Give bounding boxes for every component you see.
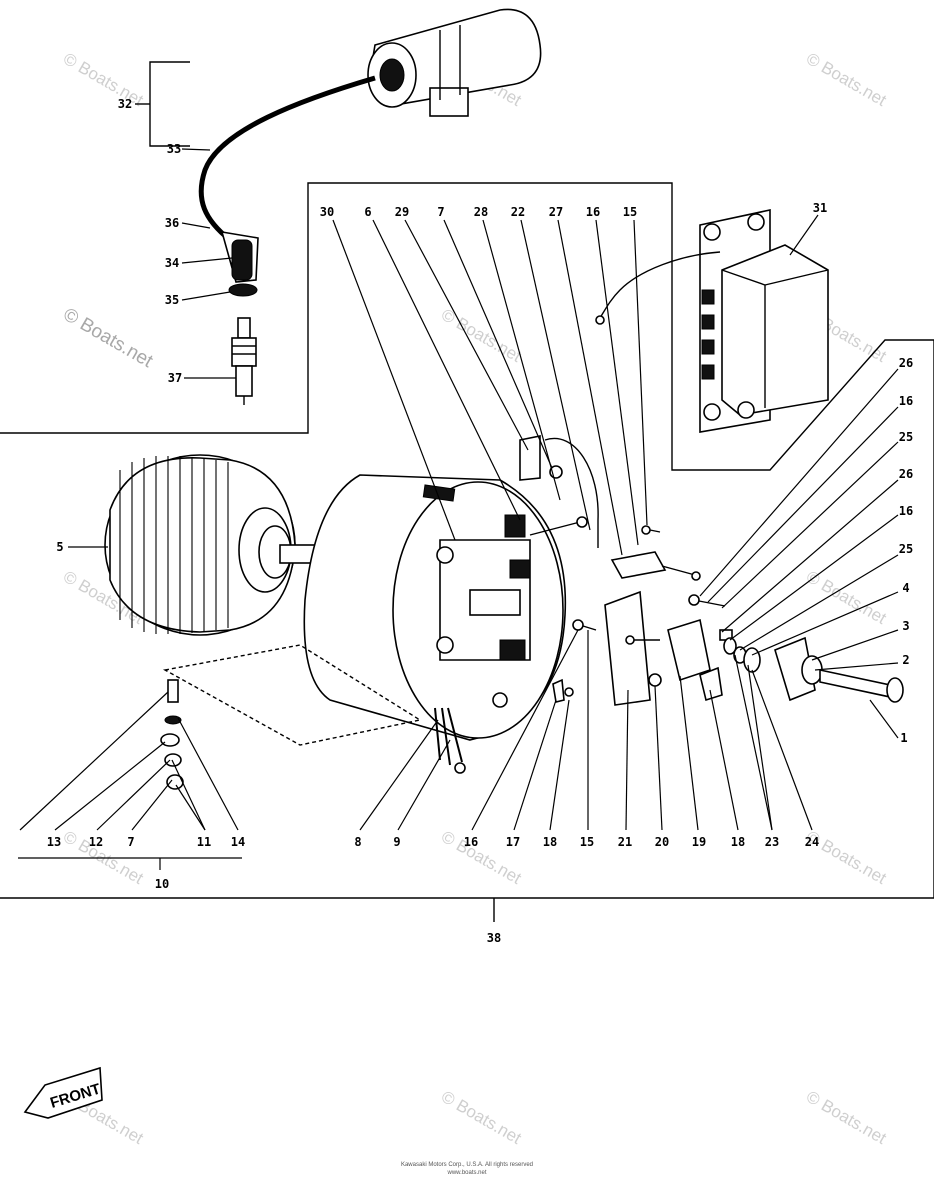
label-14: 14 <box>231 835 245 849</box>
spark-plug <box>231 317 257 405</box>
bracket-32-33 <box>149 61 190 147</box>
label-25: 25 <box>899 430 913 444</box>
ht-lead <box>198 75 376 242</box>
label-8: 8 <box>354 835 361 849</box>
stator-housing <box>303 435 599 774</box>
label-22: 22 <box>511 205 525 219</box>
label-7: 7 <box>437 205 444 219</box>
label-16: 16 <box>586 205 600 219</box>
label-29: 29 <box>395 205 409 219</box>
watermark: © Boats.net <box>438 305 525 366</box>
label-19: 19 <box>692 835 706 849</box>
label-15: 15 <box>580 835 594 849</box>
label-10: 10 <box>155 877 169 891</box>
leader-lines <box>18 148 899 870</box>
label-16: 16 <box>464 835 478 849</box>
watermark: © Boats.net <box>803 49 890 110</box>
label-7: 7 <box>127 835 134 849</box>
voltage-regulator <box>595 209 829 433</box>
label-12: 12 <box>89 835 103 849</box>
copyright-line-1: Kawasaki Motors Corp., U.S.A. All rights… <box>401 1162 533 1168</box>
label-27: 27 <box>549 205 563 219</box>
label-9: 9 <box>393 835 400 849</box>
label-24: 24 <box>805 835 819 849</box>
label-26: 26 <box>899 356 913 370</box>
label-37: 37 <box>168 371 182 385</box>
copyright-line-2: www.boats.net <box>446 1170 486 1176</box>
watermark: © Boats.net <box>438 1087 525 1148</box>
label-34: 34 <box>165 256 179 270</box>
label-21: 21 <box>618 835 632 849</box>
watermark: © Boats.net <box>60 49 147 110</box>
label-25: 25 <box>899 542 913 556</box>
assembly-38-outline <box>0 182 934 899</box>
part-labels: 30 6 29 7 28 22 27 16 15 31 32 33 36 34 … <box>47 97 913 945</box>
label-28: 28 <box>474 205 488 219</box>
breaker-plate <box>604 590 651 706</box>
ignition-coil <box>367 8 542 117</box>
label-2: 2 <box>902 653 909 667</box>
watermark: © Boats.net <box>803 1087 890 1148</box>
label-17: 17 <box>506 835 520 849</box>
condenser <box>610 551 701 581</box>
label-6: 6 <box>364 205 371 219</box>
label-1: 1 <box>900 731 907 745</box>
label-16: 16 <box>899 394 913 408</box>
label-4: 4 <box>902 581 909 595</box>
label-13: 13 <box>47 835 61 849</box>
label-31: 31 <box>813 201 827 215</box>
label-16: 16 <box>899 504 913 518</box>
label-26: 26 <box>899 467 913 481</box>
plug-cap <box>220 231 259 297</box>
label-35: 35 <box>165 293 179 307</box>
label-5: 5 <box>56 540 63 554</box>
watermark: © Boats.net <box>60 304 157 372</box>
label-20: 20 <box>655 835 669 849</box>
cover-plate <box>162 644 422 746</box>
label-36: 36 <box>165 216 179 230</box>
label-38: 38 <box>487 931 501 945</box>
rotor <box>104 454 321 636</box>
label-23: 23 <box>765 835 779 849</box>
label-15: 15 <box>623 205 637 219</box>
label-18: 18 <box>731 835 745 849</box>
label-33: 33 <box>167 142 181 156</box>
label-32: 32 <box>118 97 132 111</box>
label-3: 3 <box>902 619 909 633</box>
label-18: 18 <box>543 835 557 849</box>
label-11: 11 <box>197 835 211 849</box>
label-30: 30 <box>320 205 334 219</box>
terminal-parts <box>160 679 184 790</box>
advancer-unit <box>648 618 723 702</box>
small-bolts <box>552 525 661 703</box>
